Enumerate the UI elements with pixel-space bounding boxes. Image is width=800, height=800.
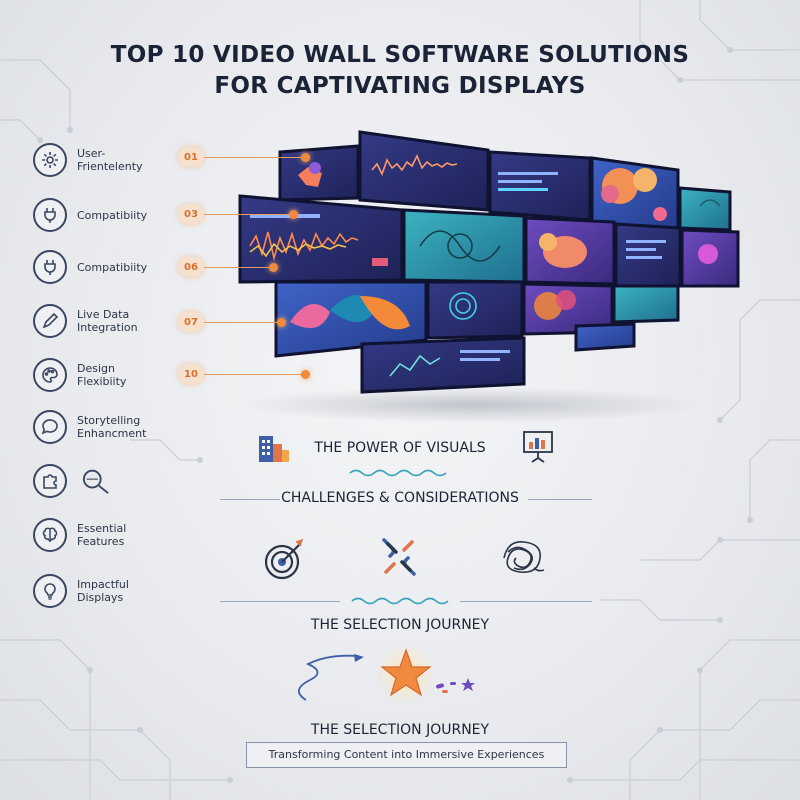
callout-dot xyxy=(301,369,310,379)
sidebar-item-label: Storytelling xyxy=(77,414,141,427)
callout-number: 07 xyxy=(178,312,204,332)
sidebar-item-label: User-Frientelenty xyxy=(77,147,143,173)
sidebar-item-puzzle xyxy=(33,464,165,498)
video-screen xyxy=(614,222,682,288)
target-icon xyxy=(264,538,304,580)
callout-number: 01 xyxy=(178,147,204,167)
page-title: TOP 10 VIDEO WALL SOFTWARE SOLUTIONS FOR… xyxy=(0,40,800,102)
sidebar-item-label: Live Data xyxy=(77,308,130,321)
sidebar-item-label: Features xyxy=(77,535,125,548)
sidebar-item-essential-features: Essential Features xyxy=(33,518,165,552)
callout-connector xyxy=(204,266,270,268)
search-icon xyxy=(82,469,109,494)
callout-06: 06 xyxy=(178,257,278,277)
video-screen xyxy=(402,208,526,284)
callout-number: 06 xyxy=(178,257,204,277)
title-line-2: FOR CAPTIVATING DISPLAYS xyxy=(214,73,586,99)
lightbulb-icon xyxy=(33,574,67,608)
video-screen xyxy=(360,336,526,394)
sidebar-item-compatibility-2: Compatibiity xyxy=(33,250,165,284)
sidebar-item-label: Integration xyxy=(77,321,138,334)
callout-07: 07 xyxy=(178,312,286,332)
section-title-power-of-visuals: THE POWER OF VISUALS xyxy=(314,440,486,456)
video-screen xyxy=(426,280,524,340)
video-screen xyxy=(680,228,740,288)
chat-bubble-icon xyxy=(33,410,67,444)
sidebar-item-impactful-displays: Impactful Displays xyxy=(33,574,165,608)
sidebar-item-label: Impactful xyxy=(77,578,129,591)
plug-icon xyxy=(33,198,67,232)
callout-connector xyxy=(204,321,278,323)
sidebar-item-label: Essential xyxy=(77,522,127,535)
video-screen xyxy=(678,186,732,232)
pen-icon xyxy=(33,304,67,338)
section-title-challenges: CHALLENGES & CONSIDERATIONS xyxy=(281,490,519,506)
sidebar-item-label: Design xyxy=(77,362,115,375)
sidebar-item-live-data: Live Data Integration xyxy=(33,304,165,338)
callout-dot xyxy=(277,317,286,327)
callout-dot xyxy=(269,262,278,272)
plug-icon xyxy=(33,250,67,284)
sidebar-item-storytelling: Storytelling Enhancment xyxy=(33,410,165,444)
tagline-box: Transforming Content into Immersive Expe… xyxy=(246,742,567,768)
video-screen xyxy=(612,284,680,324)
brain-icon xyxy=(33,518,67,552)
callout-number: 03 xyxy=(178,204,204,224)
building-chart-icon xyxy=(259,436,289,462)
sidebar-item-design-flexibility: Design Flexibiity xyxy=(33,358,165,392)
gear-icon xyxy=(33,143,67,177)
sidebar-item-user-friendly: User-Frientelenty xyxy=(33,143,165,177)
callout-dot xyxy=(289,209,298,219)
palette-icon xyxy=(33,358,67,392)
divider-line xyxy=(528,499,592,500)
divider-line xyxy=(220,601,340,602)
presentation-board-icon xyxy=(523,431,553,463)
callout-number: 10 xyxy=(178,364,204,384)
divider-line xyxy=(220,499,280,500)
callout-connector xyxy=(204,373,302,375)
title-line-1: TOP 10 VIDEO WALL SOFTWARE SOLUTIONS xyxy=(110,42,690,68)
squiggle-divider xyxy=(351,597,449,605)
callout-connector xyxy=(204,213,290,215)
star-journey-icon xyxy=(298,644,475,704)
sidebar-item-label: Flexibiity xyxy=(77,375,127,388)
callout-03: 03 xyxy=(178,204,298,224)
sidebar-item-compatibility: Compatibiity xyxy=(33,198,165,232)
squiggle-divider xyxy=(349,469,447,477)
sidebar-item-label: Enhancment xyxy=(77,427,147,440)
video-screen xyxy=(590,156,680,232)
callout-connector xyxy=(204,156,302,158)
broken-chain-icon xyxy=(382,538,416,576)
divider-line xyxy=(460,601,592,602)
sidebar-item-label: Displays xyxy=(77,591,124,604)
sidebar-item-label: Compatibiity xyxy=(77,260,148,274)
video-screen xyxy=(524,216,616,286)
callout-dot xyxy=(301,152,310,162)
section-title-selection-journey-2: THE SELECTION JOURNEY xyxy=(310,722,490,738)
callout-10: 10 xyxy=(178,364,310,384)
sidebar-item-label: Compatibiity xyxy=(77,208,148,222)
callout-01: 01 xyxy=(178,147,310,167)
video-screen xyxy=(574,322,636,352)
video-screen xyxy=(488,150,592,222)
puzzle-icon xyxy=(33,464,67,498)
section-title-selection-journey: THE SELECTION JOURNEY xyxy=(310,617,490,633)
tangled-scribble-icon xyxy=(503,541,545,574)
